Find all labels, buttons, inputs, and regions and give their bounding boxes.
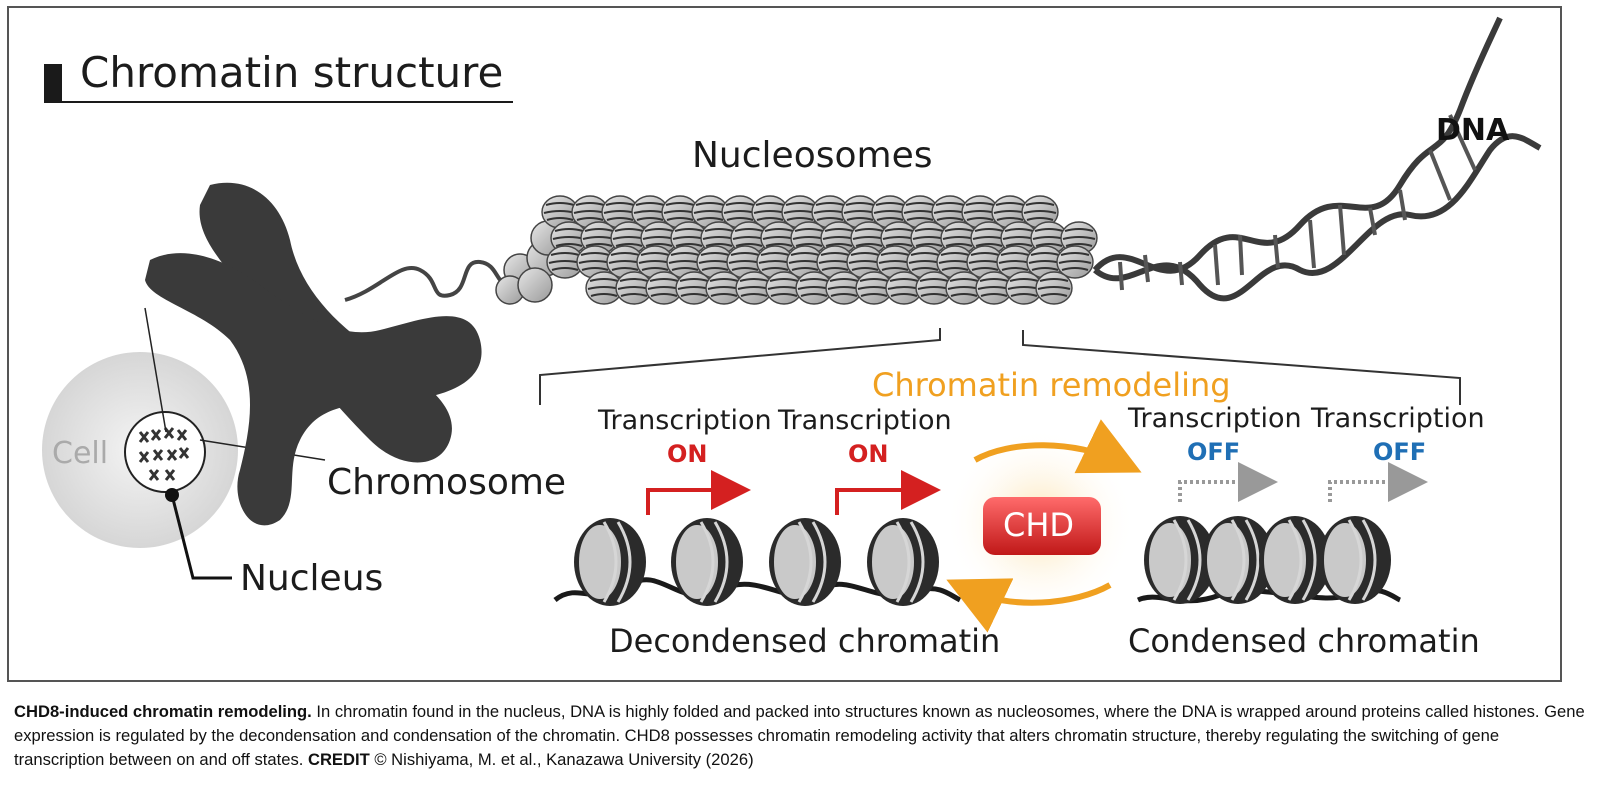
transcription-label-3: Transcription — [1128, 403, 1302, 434]
chromosome-leader-a — [144, 307, 167, 433]
transcription-off-arrow-2 — [1328, 462, 1428, 502]
nucleosome-disc — [936, 245, 974, 279]
nucleosome-disc — [1056, 245, 1094, 279]
nucleosomes-label: Nucleosomes — [692, 135, 933, 176]
nucleosome-disc — [546, 245, 584, 279]
chromatin-diagram — [42, 16, 1542, 633]
nucleosome-disc — [825, 271, 863, 305]
nucleosome-disc — [675, 271, 713, 305]
dna-helix — [1092, 16, 1542, 302]
condensed-label: Condensed chromatin — [1128, 622, 1480, 660]
nucleosome — [574, 518, 646, 606]
nucleosome-disc — [901, 195, 939, 229]
nucleosome-disc — [885, 271, 923, 305]
nucleus-label: Nucleus — [240, 558, 384, 599]
nucleus-leader — [170, 494, 232, 580]
nucleosome-disc — [786, 245, 824, 279]
nucleosome-disc — [631, 195, 669, 229]
chd-label: CHD — [1003, 506, 1075, 544]
off-label-1: OFF — [1187, 438, 1241, 466]
title-marker — [44, 64, 62, 102]
nucleosome — [867, 518, 939, 606]
off-label-2: OFF — [1373, 438, 1427, 466]
nucleosome-discs — [541, 195, 1098, 305]
nucleosome — [1202, 516, 1274, 604]
transcription-on-arrow-1 — [646, 470, 751, 515]
transcription-label-1: Transcription — [598, 405, 772, 436]
nucleosome-disc — [645, 271, 683, 305]
cell-label: Cell — [52, 436, 109, 471]
chromatin-fiber — [344, 260, 516, 302]
caption-credit-label: CREDIT — [307, 750, 370, 769]
transcription-on-arrow-2 — [835, 470, 941, 515]
zoom-bracket-left — [539, 328, 941, 405]
dna-label: DNA — [1436, 113, 1510, 148]
nucleosome-disc — [585, 271, 623, 305]
remodeling-arrow-bottom — [946, 578, 1112, 633]
nucleosome-disc — [705, 271, 743, 305]
transcription-label-2: Transcription — [778, 405, 952, 436]
transcription-off-arrow-1 — [1178, 462, 1278, 502]
nucleosome-disc — [1026, 245, 1064, 279]
nucleosome-disc — [1035, 271, 1073, 305]
nucleosome-disc — [1021, 195, 1059, 229]
on-label-1: ON — [667, 440, 708, 468]
nucleosome-disc — [606, 245, 644, 279]
remodeling-label: Chromatin remodeling — [872, 366, 1231, 404]
nucleosome — [769, 518, 841, 606]
remodeling-arrow-top — [973, 419, 1142, 474]
nucleosome — [1319, 516, 1391, 604]
zoom-bracket-right — [1022, 330, 1461, 405]
on-label-2: ON — [848, 440, 889, 468]
nucleosome-disc — [576, 245, 614, 279]
chromosome-label: Chromosome — [327, 462, 567, 503]
nucleosome — [1259, 516, 1331, 604]
nucleosome — [671, 518, 743, 606]
chromosome-shape — [145, 182, 482, 526]
decondensed-label: Decondensed chromatin — [609, 622, 1001, 660]
nucleosome-disc — [765, 271, 803, 305]
caption-body: In chromatin found in the nucleus, DNA i… — [14, 702, 1585, 769]
dna-rungs — [1118, 114, 1477, 291]
caption-credit-text: © Nishiyama, M. et al., Kanazawa Univers… — [369, 750, 754, 769]
nucleosome — [1144, 516, 1216, 604]
diagram-title: Chromatin structure — [80, 48, 504, 97]
nucleosome-disc — [721, 195, 759, 229]
caption-lead: CHD8-induced chromatin remodeling. — [14, 702, 312, 721]
figure-caption: CHD8-induced chromatin remodeling. In ch… — [14, 700, 1589, 772]
nucleus-chromosomes — [138, 427, 190, 481]
chd-box — [983, 497, 1101, 555]
transcription-label-4: Transcription — [1311, 403, 1485, 434]
decondensed-nucleosomes — [574, 518, 939, 606]
condensed-nucleosomes — [1144, 516, 1391, 604]
